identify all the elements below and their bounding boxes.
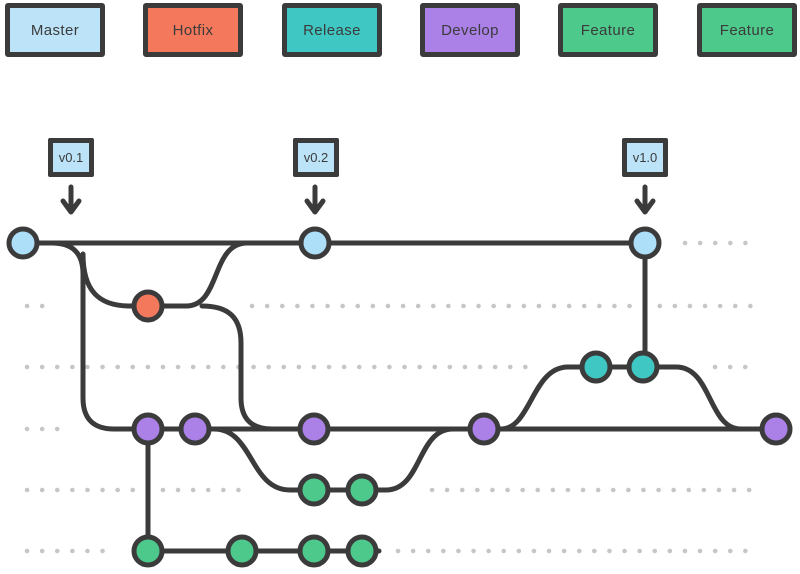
legend-box-feature-2: Feature <box>697 3 797 57</box>
commit-master <box>6 226 40 260</box>
commit-feature-2 <box>131 534 165 568</box>
commit-develop <box>759 412 793 446</box>
tag-v1-0-label: v1.0 <box>632 150 658 165</box>
commit-feature-1 <box>297 473 331 507</box>
legend-label-master: Master <box>30 21 80 39</box>
commit-release <box>626 350 660 384</box>
master-to-develop-branch <box>49 240 153 432</box>
arrow-down-icon <box>60 184 82 215</box>
legend-box-hotfix: Hotfix <box>143 3 243 57</box>
legend-label-feature-1: Feature <box>580 21 636 39</box>
commit-develop <box>178 412 212 446</box>
tag-v0-1-label: v0.1 <box>58 150 84 165</box>
commit-develop <box>297 412 331 446</box>
legend-box-release: Release <box>282 3 382 57</box>
commit-hotfix <box>131 289 165 323</box>
legend-label-develop: Develop <box>441 21 499 39</box>
legend-box-feature-1: Feature <box>558 3 658 57</box>
commit-feature-2 <box>297 534 331 568</box>
commit-master <box>628 226 662 260</box>
arrow-down-icon <box>304 184 326 215</box>
commit-feature-2 <box>225 534 259 568</box>
legend-label-hotfix: Hotfix <box>172 21 214 39</box>
commit-develop <box>467 412 501 446</box>
commits <box>6 226 793 568</box>
tag-v0-1: v0.1 <box>48 138 94 177</box>
tag-v1-0: v1.0 <box>622 138 668 177</box>
legend-box-develop: Develop <box>420 3 520 57</box>
release-branch <box>498 364 744 432</box>
dotted-lanes <box>24 240 765 554</box>
arrow-down-icon <box>634 184 656 215</box>
legend-box-master: Master <box>5 3 105 57</box>
hotfix-branch <box>80 251 189 309</box>
legend-label-release: Release <box>303 21 361 39</box>
feature-branch-1 <box>211 426 456 493</box>
hotfix-merge-to-develop <box>199 303 287 432</box>
legend-label-feature-2: Feature <box>719 21 775 39</box>
tag-v0-2-label: v0.2 <box>303 150 329 165</box>
commit-develop <box>131 412 165 446</box>
commit-master <box>298 226 332 260</box>
commit-release <box>579 350 613 384</box>
commit-feature-2 <box>345 534 379 568</box>
tag-v0-2: v0.2 <box>293 138 339 177</box>
commit-feature-1 <box>345 473 379 507</box>
hotfix-merge-to-master <box>183 240 250 309</box>
